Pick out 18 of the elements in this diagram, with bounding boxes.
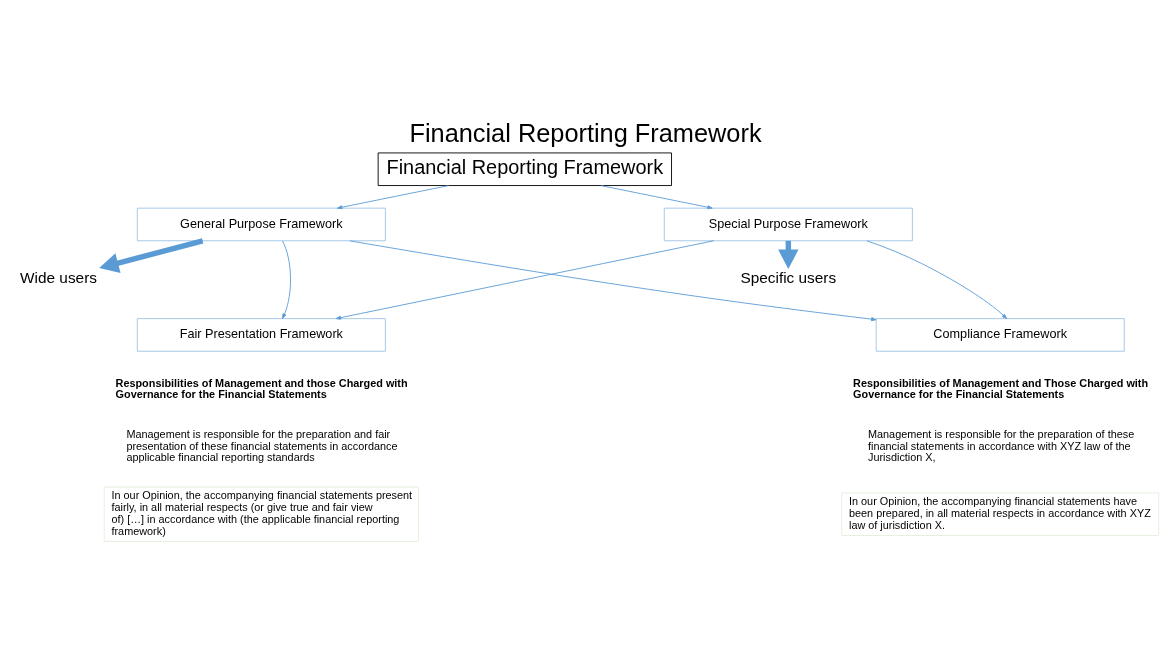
- label: Management is responsible for the preparation of these financial statements in accordance with XYZ law of the Jurisdiction X,: [868, 427, 1135, 464]
- label: Responsibilities of Management and those Charged with Governance for the Financial Statements: [115, 377, 408, 400]
- arrow: [99, 238, 204, 273]
- node-box: In our Opinion, the accompanying financial statements present fairly, in all material respects (or give true and fair view of) […] in accordance with (the applicable financial reporting framework): [103, 486, 419, 542]
- arrow: [600, 185, 713, 210]
- node-box: Fair Presentation Framework: [136, 318, 386, 352]
- node-box: In our Opinion, the accompanying financial statements have been prepared, in all material respects in accordance with XYZ law of jurisdiction X.: [841, 492, 1160, 536]
- arrow: [335, 240, 715, 320]
- label: Responsibilities of Management and Those Charged with Governance for the Financial Statements: [853, 377, 1149, 400]
- arrow: [866, 240, 1007, 320]
- node-text: Specific users: [740, 269, 837, 287]
- node-box: Compliance Framework: [875, 318, 1125, 352]
- arrow: [336, 185, 450, 210]
- arrow: [282, 240, 291, 319]
- label: Management is responsible for the preparation and fair presentation of these financial statements in accordance applicable financial reporting standards: [126, 427, 398, 464]
- node-box: Financial Reporting Framework: [377, 152, 672, 186]
- diagram-title: Financial Reporting Framework: [409, 118, 762, 147]
- node-text: Wide users: [20, 269, 97, 287]
